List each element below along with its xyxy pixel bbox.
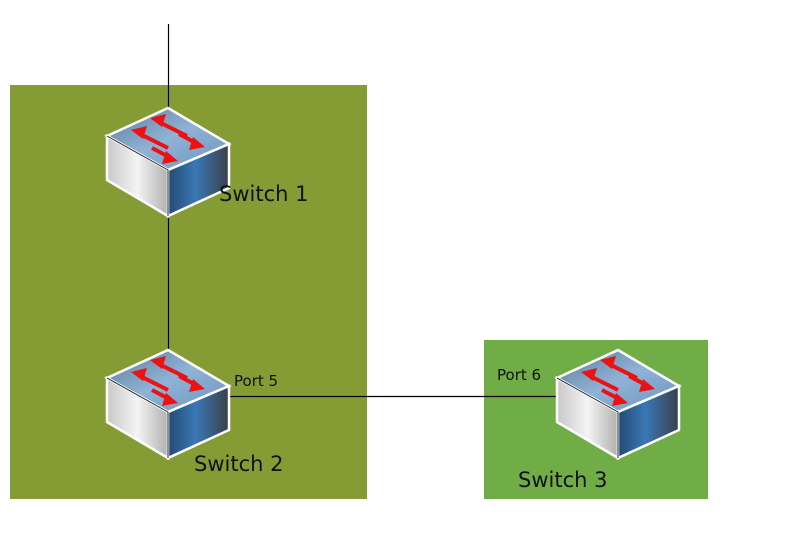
switch-3-icon[interactable] bbox=[555, 348, 681, 460]
switch-1-icon[interactable] bbox=[105, 106, 231, 218]
switch-2-label: Switch 2 bbox=[194, 452, 284, 476]
port-5-label: Port 5 bbox=[234, 372, 279, 390]
port-6-label: Port 6 bbox=[497, 366, 542, 384]
switch-2-icon[interactable] bbox=[105, 348, 231, 460]
switch-1-label: Switch 1 bbox=[219, 182, 309, 206]
switch-3-label: Switch 3 bbox=[518, 468, 608, 492]
